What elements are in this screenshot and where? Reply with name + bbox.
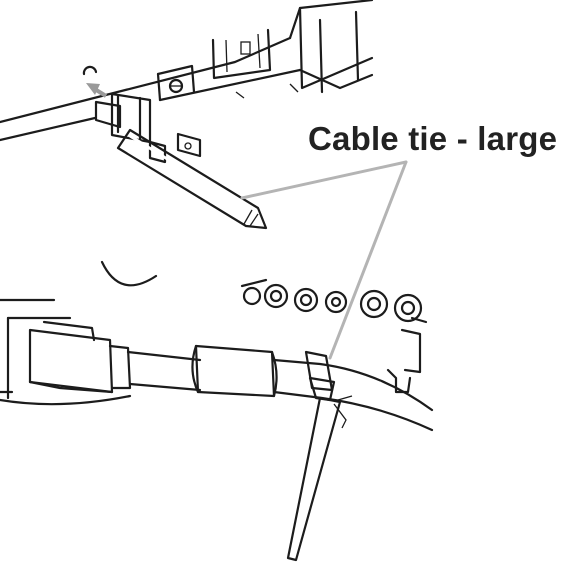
port-icon <box>393 293 423 323</box>
lock-icon <box>240 41 251 55</box>
port-icon <box>263 283 289 309</box>
cable <box>0 344 434 432</box>
cable-tie-strap-upper <box>116 128 268 230</box>
insert-arrow-icon <box>86 83 108 98</box>
port-icon <box>293 287 319 313</box>
port-icon <box>324 290 348 314</box>
port-icon <box>242 286 262 306</box>
connector-panel <box>240 278 423 323</box>
lower-chassis <box>0 260 428 400</box>
upper-chassis <box>0 0 374 142</box>
mounting-hole <box>82 65 98 76</box>
cable-tie-lower <box>286 350 353 562</box>
power-plug <box>28 320 132 394</box>
port-icon <box>359 289 389 319</box>
callout-leaders <box>240 160 408 360</box>
screw-icon <box>168 78 184 94</box>
cable-clip-bracket <box>94 92 202 164</box>
cable-tie-large-label: Cable tie - large <box>308 120 558 157</box>
